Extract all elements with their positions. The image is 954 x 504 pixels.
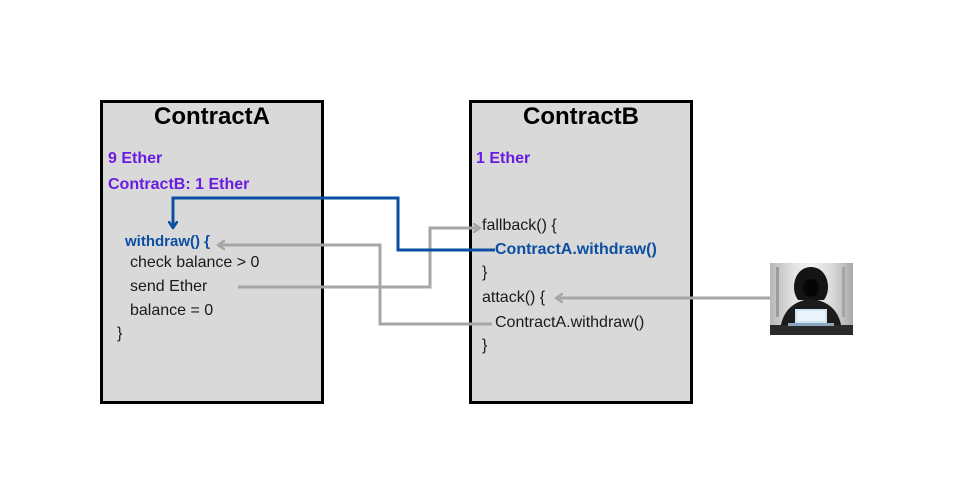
contract-b-title: ContractB (522, 103, 639, 130)
contract-a-send-ether: send Ether (130, 278, 208, 295)
arrow-send-ether-to-fallback (238, 228, 480, 289)
contract-b-balance: 1 Ether (476, 150, 531, 167)
contract-a-title: ContractA (153, 103, 270, 130)
contract-b-box: ContractB (469, 100, 693, 404)
hooded-hacker-with-laptop-icon (770, 263, 853, 335)
contract-a-closing-brace: } (117, 325, 123, 342)
contract-a-balance: 9 Ether (108, 150, 163, 167)
contract-a-balance-reset: balance = 0 (130, 302, 214, 319)
contract-b-fallback-function: fallback() { (482, 217, 557, 234)
contract-a-withdraw-function: withdraw() { (125, 233, 210, 250)
contract-b-attack-close: } (482, 337, 488, 354)
contract-b-attack-function: attack() { (482, 289, 546, 306)
contract-a-box: ContractA (100, 100, 324, 404)
contract-a-check-balance: check balance > 0 (130, 254, 260, 271)
contract-a-ledger: ContractB: 1 Ether (108, 176, 250, 193)
contract-b-fallback-close: } (482, 264, 488, 281)
contract-b-reentry-call: ContractA.withdraw() (495, 241, 657, 258)
arrow-attack-call-to-withdraw (218, 245, 492, 326)
arrow-reentry-to-withdraw (173, 196, 495, 252)
contract-b-attack-call: ContractA.withdraw() (495, 314, 645, 331)
